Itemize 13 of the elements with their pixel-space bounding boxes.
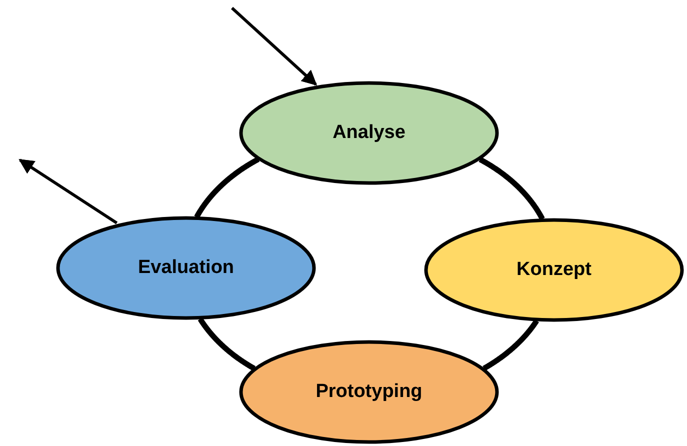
node-label: Analyse bbox=[332, 122, 406, 144]
node-label: Evaluation bbox=[138, 257, 234, 279]
connector-line bbox=[478, 156, 545, 222]
node-label: Prototyping bbox=[316, 381, 422, 403]
process-ellipse bbox=[239, 340, 499, 444]
arrow bbox=[231, 6, 317, 86]
process-ellipse bbox=[56, 216, 316, 320]
node-label: Konzept bbox=[516, 259, 592, 281]
process-ellipse bbox=[239, 81, 499, 185]
arrow bbox=[18, 158, 118, 224]
connector-line bbox=[198, 316, 256, 371]
process-ellipse bbox=[424, 218, 684, 322]
connector-line bbox=[482, 318, 540, 371]
